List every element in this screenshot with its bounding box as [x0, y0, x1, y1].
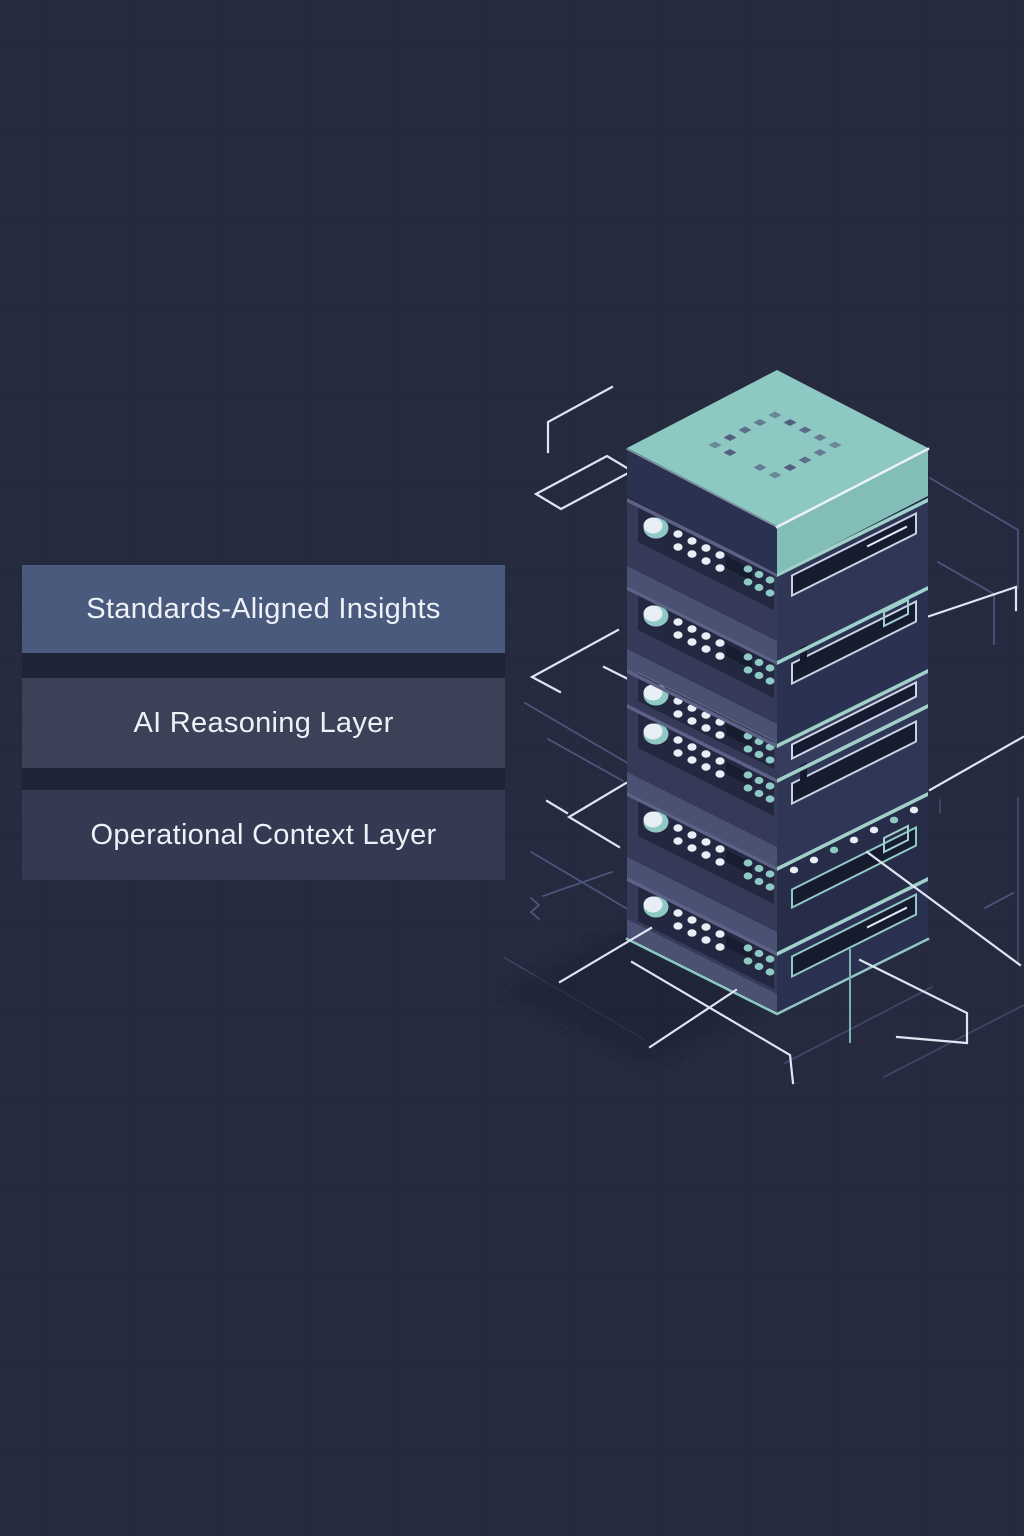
layer-label: AI Reasoning Layer	[133, 706, 394, 739]
layer-label: Standards-Aligned Insights	[86, 592, 441, 625]
layer-bar-operational-context-layer: Operational Context Layer	[22, 790, 505, 880]
layer-separator	[22, 653, 505, 678]
layer-label: Operational Context Layer	[90, 818, 437, 851]
layer-separator	[22, 768, 505, 790]
layer-bar-standards-aligned-insights: Standards-Aligned Insights	[22, 565, 505, 653]
layer-bar-ai-reasoning-layer: AI Reasoning Layer	[22, 678, 505, 768]
layer-labels-panel: Standards-Aligned Insights AI Reasoning …	[22, 565, 505, 880]
